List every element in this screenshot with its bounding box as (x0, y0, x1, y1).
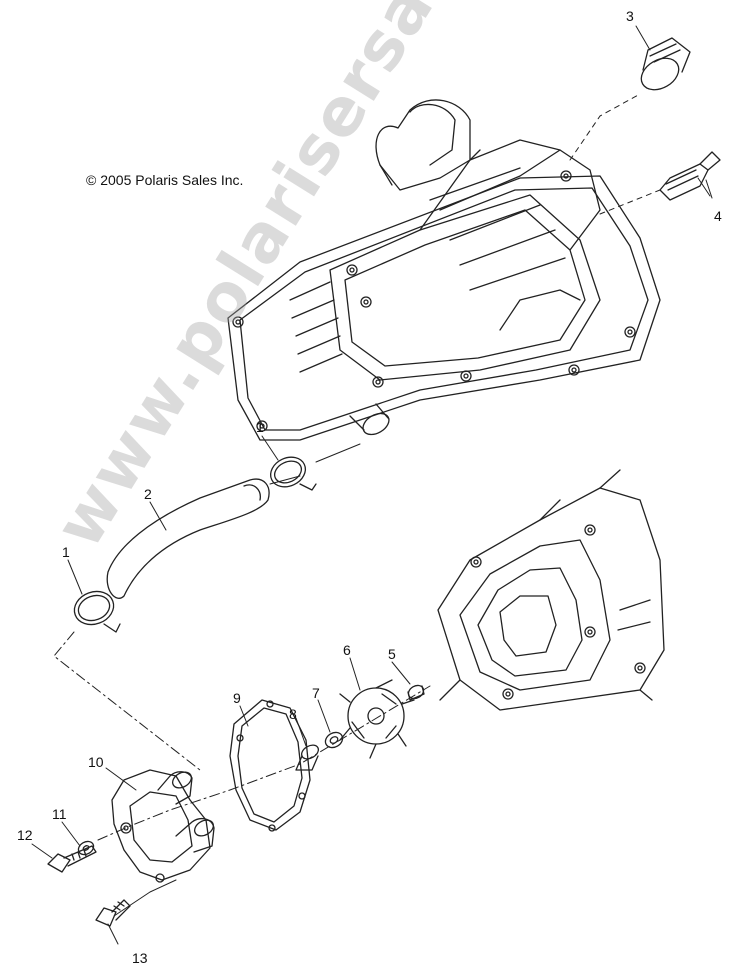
callout-7: 7 (312, 685, 320, 701)
callout-1-upper: 1 (256, 419, 264, 435)
leader-lines (31, 25, 711, 945)
callout-8: 8 (289, 706, 297, 722)
callout-2: 2 (144, 486, 152, 502)
callout-10: 10 (88, 754, 104, 770)
part-8-seal (295, 744, 320, 771)
callout-5: 5 (388, 646, 396, 662)
cylinder-head (227, 93, 661, 441)
part-10-water-pump-housing (111, 769, 215, 883)
callout-11: 11 (52, 806, 67, 822)
part-4-temperature-sensor (659, 151, 721, 201)
callout-9: 9 (233, 690, 241, 706)
assembly-lines (53, 443, 431, 917)
callout-13: 13 (132, 950, 148, 966)
part-7-washer (324, 731, 344, 749)
part-2-coolant-hose (106, 478, 270, 599)
callout-6: 6 (343, 642, 351, 658)
part-9-gasket (229, 699, 311, 832)
copyright-notice: © 2005 Polaris Sales Inc. (86, 172, 244, 188)
part-5-nut (407, 684, 425, 701)
part-6-impeller (339, 679, 415, 759)
callout-4: 4 (714, 208, 722, 224)
callout-12: 12 (17, 827, 33, 843)
part-3-thermostat-cap (640, 37, 691, 91)
crankcase (437, 469, 665, 711)
callout-1-lower: 1 (62, 544, 70, 560)
part-1-hose-clamp-upper (269, 456, 317, 491)
part-12-bolt (47, 845, 97, 873)
part-13-bolt (95, 899, 131, 927)
part-1-hose-clamp-lower (73, 590, 121, 633)
callout-3: 3 (626, 8, 634, 24)
